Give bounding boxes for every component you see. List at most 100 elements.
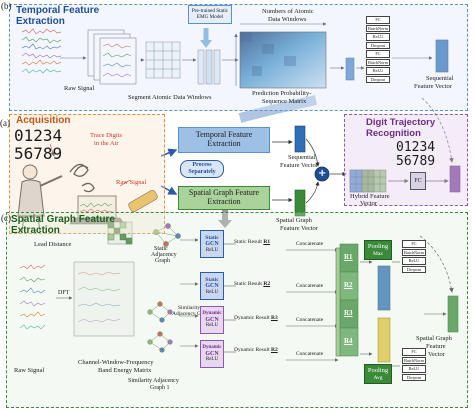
spatial-output-label-1: Spatial Graph [416, 335, 452, 342]
fc-layer: FC [402, 240, 426, 248]
spatial-output-label-3: Vector [428, 351, 445, 358]
acquisition-digits-1: 01234 [14, 126, 63, 145]
prob-matrix-label-2: Sequence Matrix [262, 98, 307, 105]
recognition-digits-1: 01234 [396, 140, 436, 155]
concatenate-label-3: Concatenate [296, 317, 324, 323]
static-adj-label-3: Graph [155, 258, 170, 264]
model-down-arrowhead [200, 40, 212, 48]
recognition-digits-2: 56789 [396, 154, 436, 169]
gcn-name: GCN [205, 240, 219, 247]
gcn-name: GCN [205, 350, 219, 357]
arrow-spat-to-plus [305, 181, 320, 204]
panel-label-b: (b) [1, 1, 12, 11]
r4-label: R4 [344, 337, 353, 345]
trace-label-1: Trace Digits [90, 132, 123, 139]
concatenate-label-1: Concatenate [296, 241, 324, 247]
cwf-label-2: Band Energy Matrix [98, 367, 152, 374]
small-vector-1 [345, 57, 355, 81]
seq-vector-label-b-2: Feature Vector [414, 83, 452, 90]
recognition-panel [344, 114, 468, 206]
air-trace-loops [69, 163, 95, 193]
dropout-layer: Dropout [402, 373, 426, 381]
arrow-acq-to-spatial [160, 185, 178, 195]
static-gcn-block-2: Static GCN ReLU [200, 272, 224, 300]
trace-arrow [49, 143, 56, 157]
sim-adj-label-1: Similarity Adjacency [128, 378, 179, 384]
recognition-title-1: Digit Trajectory [366, 117, 436, 128]
add-operator-circle [314, 166, 330, 182]
arrow-seq-to-plus [305, 138, 320, 167]
similarity-graph-icon-1 [147, 301, 173, 323]
gcn-type: Dynamic [202, 345, 222, 351]
dynamic-result-2-label: Dynamic Result R2 [234, 347, 278, 354]
gcn-type: Dynamic [202, 311, 222, 317]
dynamic-gcn-block-1: Dynamic GCN ReLU [200, 306, 224, 334]
pooling-max-output [377, 265, 391, 311]
batchnorm-layer: BatchNorm [402, 248, 426, 256]
panel-label-c: (c) [1, 213, 11, 223]
relu-layer: ReLU [366, 67, 390, 75]
gcn-act: ReLU [205, 357, 219, 363]
result-text: Static Result [234, 239, 262, 245]
raw-signal-label-c: Raw Signal [14, 367, 45, 374]
result-text: Static Result [234, 281, 262, 287]
r-results-stack [335, 243, 359, 357]
recognition-fc-label: FC [414, 177, 422, 184]
relu-layer: ReLU [402, 365, 426, 373]
gcn-act: ReLU [205, 247, 219, 253]
seq-vector-label-1: Sequential [288, 154, 316, 161]
static-adj-label-2: Adjacency [151, 252, 177, 258]
fc-layer: FC [402, 348, 426, 356]
r1-label: R1 [344, 253, 353, 261]
process-line2: Separately [188, 169, 216, 175]
pretrained-model-box: Pre-trained Static EMG Model [188, 5, 232, 24]
pretrained-model-line2: EMG Model [196, 13, 224, 20]
temporal-box-line1: Temporal Feature [195, 130, 253, 140]
static-result-2-label: Static Result R2 [234, 281, 270, 288]
temporal-box-line2: Extraction [207, 139, 241, 148]
raw-signal-label-b: Raw Signal [64, 85, 95, 92]
band-energy-matrix [73, 261, 135, 337]
person-illustration [17, 164, 63, 233]
static-adj-label-1: Static [154, 246, 168, 252]
dropout-layer: Dropout [366, 41, 390, 49]
raw-signal-plot-c [19, 264, 46, 330]
recognition-fc-box: FC [410, 172, 426, 190]
spatial-graph-extraction-box[interactable]: Spatial Graph Feature Extraction [178, 186, 270, 210]
raw-signal-plot-b [21, 28, 62, 74]
output-vector-block [449, 165, 461, 193]
temporal-panel-title-2: Extraction [16, 16, 65, 27]
pooling-avg-line2: Avg [373, 374, 383, 381]
emg-device-icon [128, 189, 158, 213]
temporal-flow-band [238, 95, 318, 123]
arrow-acq-to-temporal [160, 148, 178, 157]
dropout-layer: Dropout [366, 75, 390, 83]
atomic-window-grid [145, 41, 181, 79]
temporal-feature-panel [9, 4, 468, 111]
dynamic-result-1-label: Dynamic Result R3 [234, 315, 278, 322]
sim-adj-label-2: Graph 1 [150, 385, 170, 391]
probability-columns [197, 49, 221, 85]
recognition-title-2: Recognition [366, 128, 421, 139]
lead-distance-label: Lead Distance [34, 241, 72, 248]
similarity-graph-icon-2 [147, 331, 173, 353]
dft-label: DFT [58, 290, 70, 296]
batchnorm-layer: BatchNorm [402, 356, 426, 364]
result-text: Dynamic Result [234, 347, 270, 353]
relu-layer: ReLU [366, 33, 390, 41]
gcn-name: GCN [205, 316, 219, 323]
spatial-graph-output-vector [447, 295, 459, 333]
heatmap-cells [240, 32, 296, 76]
concatenate-label-2: Concatenate [296, 283, 324, 289]
temporal-feature-extraction-box[interactable]: Temporal Feature Extraction [178, 127, 270, 153]
pretrained-model-line1: Pre-trained Static [191, 7, 229, 14]
pooling-avg-box: Pooling Avg [364, 364, 392, 384]
static-result-1-label: Static Result R1 [234, 239, 271, 246]
add-operator-symbol: + [318, 168, 327, 179]
result-text: Dynamic Result [234, 315, 270, 321]
acquisition-panel [9, 114, 165, 234]
result-id: R1 [263, 239, 271, 245]
spatial-fc-stack-1: FC BatchNorm ReLU Dropout [402, 240, 426, 273]
spatial-vector-label-1: Spatial Graph [276, 217, 312, 224]
